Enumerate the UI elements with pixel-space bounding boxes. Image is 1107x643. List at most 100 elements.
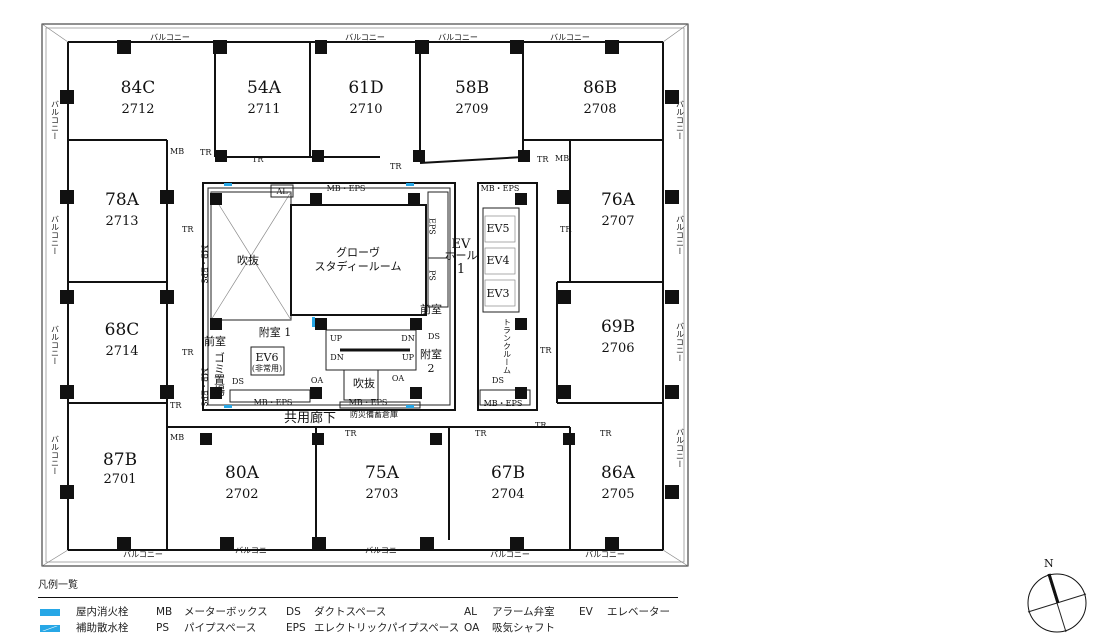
rooms-mb_eps: MB・EPS — [349, 398, 388, 407]
units-5-number: 2713 — [105, 214, 138, 229]
balcony_label: バルコニー — [51, 325, 60, 365]
balcony_label: バルコニー — [585, 550, 625, 559]
rooms-mb_eps: MB・EPS — [254, 398, 293, 407]
balcony_label: バルコニー — [438, 33, 478, 42]
rooms-mb_eps: MB・EPS — [200, 368, 209, 407]
units-4-code: 86B — [583, 78, 617, 98]
rooms-annex2b: 2 — [428, 362, 435, 375]
north-needle-icon — [1047, 573, 1060, 604]
rooms-ev6: EV6 — [256, 351, 279, 364]
rooms-anteroom: 前室 — [204, 334, 226, 348]
rooms-oa: OA — [311, 376, 324, 385]
rooms-study_room_1: グローヴ — [336, 245, 380, 259]
balcony_label: バルコニー — [150, 33, 190, 42]
legend-items-3-abbr: PS — [156, 622, 169, 634]
legend-item-hydrant: 屋内消火栓 — [40, 604, 129, 619]
rooms-anteroom: 前室 — [420, 302, 442, 316]
rooms-up: UP — [330, 334, 343, 343]
balcony-labels: バルコニー バルコニー バルコニー バルコニー バルコニー バルコニー バルコニ… — [51, 33, 685, 559]
tr: TR — [390, 162, 402, 171]
tr: TR — [200, 436, 212, 445]
units-9-code: 87B — [103, 450, 137, 470]
unit-labels: 84C 2712 54A 2711 61D 2710 58B 2709 86B … — [103, 78, 636, 502]
units-2-code: 61D — [348, 78, 383, 98]
compass: N — [1027, 557, 1087, 633]
units-3-number: 2709 — [455, 102, 488, 117]
tr: TR — [200, 148, 212, 157]
unit-code: 84C — [121, 78, 156, 98]
rooms-void: 吹抜 — [353, 376, 375, 390]
rooms-up: UP — [402, 353, 415, 362]
units-11-code: 75A — [365, 463, 400, 483]
units-2-number: 2710 — [349, 102, 382, 117]
balcony_label: バルコニー — [51, 215, 60, 255]
columns — [60, 40, 679, 551]
rooms-ev3: EV3 — [487, 287, 510, 300]
legend-items-4-label: ダクトスペース — [314, 606, 387, 618]
rooms-oa: OA — [392, 374, 405, 383]
legend-items-5-label: エレクトリックパイプスペース — [314, 622, 460, 634]
units-5-code: 78A — [105, 190, 140, 210]
tr: TR — [345, 429, 357, 438]
indoor-hydrant-icon — [40, 608, 60, 616]
tr: TR — [182, 348, 194, 357]
legend-items-6-label: アラーム弁室 — [492, 606, 555, 618]
rooms-mb_eps: MB・EPS — [327, 184, 366, 193]
mb: MB — [555, 154, 569, 163]
rooms-annex1: 附室 1 — [259, 325, 292, 339]
legend-item-al: AL アラーム弁室 — [464, 604, 555, 619]
balcony-outline — [41, 23, 689, 567]
balcony_label: バルコニー — [676, 215, 685, 255]
balcony_label: バルコニー — [235, 546, 275, 555]
rooms-mb_eps: MB・EPS — [200, 245, 209, 284]
balcony_label: バルコニー — [490, 550, 530, 559]
rooms-mb_eps: MB・EPS — [481, 184, 520, 193]
rooms-disaster_storage: 防災備蓄倉庫 — [350, 409, 398, 419]
legend-title: 凡例一覧 — [38, 576, 678, 598]
units-8-number: 2706 — [601, 341, 634, 356]
legend-item-eps: EPS エレクトリックパイプスペース — [286, 620, 459, 635]
legend-items-7-abbr: OA — [464, 622, 480, 634]
legend-item-oa: OA 吸気シャフト — [464, 620, 555, 635]
balcony_label: バルコニー — [345, 33, 385, 42]
rooms-study_room_2: スタディールーム — [315, 259, 402, 273]
tr: TR — [537, 155, 549, 164]
units-13-code: 86A — [601, 463, 636, 483]
legend-items-6-abbr: AL — [464, 606, 478, 618]
legend-items-8-abbr: EV — [579, 606, 593, 618]
rooms-ps: PS — [428, 270, 437, 281]
units-8-code: 69B — [601, 317, 635, 337]
balcony_label: バルコニー — [51, 435, 60, 475]
balcony_label: バルコニー — [123, 550, 163, 559]
rooms-ev_hall_2: ホール — [445, 249, 478, 262]
legend-items-4-abbr: DS — [286, 606, 301, 618]
auxiliary-sprinkler-icon — [40, 624, 60, 632]
rooms-void: 吹抜 — [237, 253, 259, 267]
legend-items-7-label: 吸気シャフト — [492, 622, 555, 634]
legend-items-1-label: 補助散水栓 — [76, 622, 129, 634]
rooms-corridor: 共用廊下 — [284, 410, 336, 426]
tr: TR — [560, 225, 572, 234]
tr: TR — [475, 429, 487, 438]
rooms-trunk_room: トランクルーム — [503, 318, 512, 374]
tr: TR — [252, 155, 264, 164]
rooms-ev4: EV4 — [487, 254, 510, 267]
rooms-garbage: ゴミ置場 — [213, 351, 226, 397]
legend-item-sprinkler: 補助散水栓 — [40, 620, 129, 635]
mb: MB — [170, 433, 184, 442]
legend-items-5-abbr: EPS — [286, 622, 306, 634]
legend-items-0-label: 屋内消火栓 — [76, 606, 129, 618]
units-1-code: 54A — [247, 78, 282, 98]
hydrant-icon — [312, 317, 315, 327]
balcony_label: バルコニー — [51, 100, 60, 140]
units-3-code: 58B — [455, 78, 489, 98]
rooms-dn: DN — [330, 353, 343, 362]
mb: MB — [170, 147, 184, 156]
balcony_label: バルコニー — [676, 100, 685, 140]
rooms-ds: DS — [428, 332, 440, 341]
hydrant-icon — [224, 183, 232, 186]
